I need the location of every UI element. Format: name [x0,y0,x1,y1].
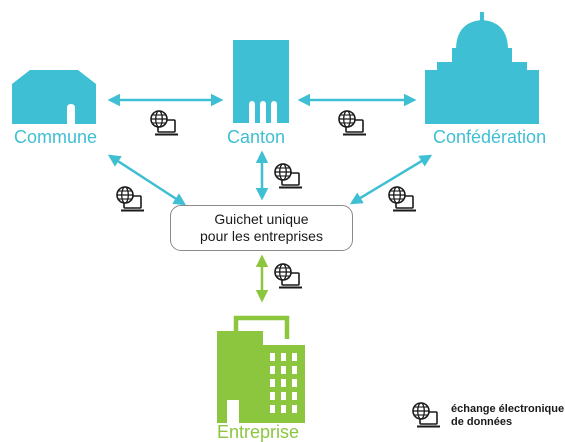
data-exchange-icon [388,186,417,212]
arrow-confederation-guichet [349,154,433,205]
entreprise-label: Entreprise [217,422,300,442]
canton-label: Canton [227,127,286,147]
commune-building-icon [12,70,96,124]
guichet-line-2: pour les entreprises [200,228,323,244]
data-exchange-icon [150,110,179,136]
legend-line-2: de données [451,416,513,429]
guichet-line-1: Guichet unique [214,210,309,227]
entreprise-building-icon [217,315,305,423]
data-exchange-icon [274,163,303,189]
data-exchange-icon [338,110,367,136]
canton-tower-icon [233,40,289,123]
arrow-commune-guichet [107,154,187,206]
legend-globe-computer-icon [412,402,441,428]
confederation-label: Confédération [433,127,547,147]
data-exchange-icon [274,263,303,289]
federal-palace-icon [425,12,539,124]
guichet-unique-box: Guichet unique pour les entreprises [170,205,353,251]
commune-label: Commune [14,127,98,147]
legend: échange électronique de données [451,403,564,429]
data-exchange-icon [116,186,145,212]
legend-line-1: échange électronique [451,403,565,415]
